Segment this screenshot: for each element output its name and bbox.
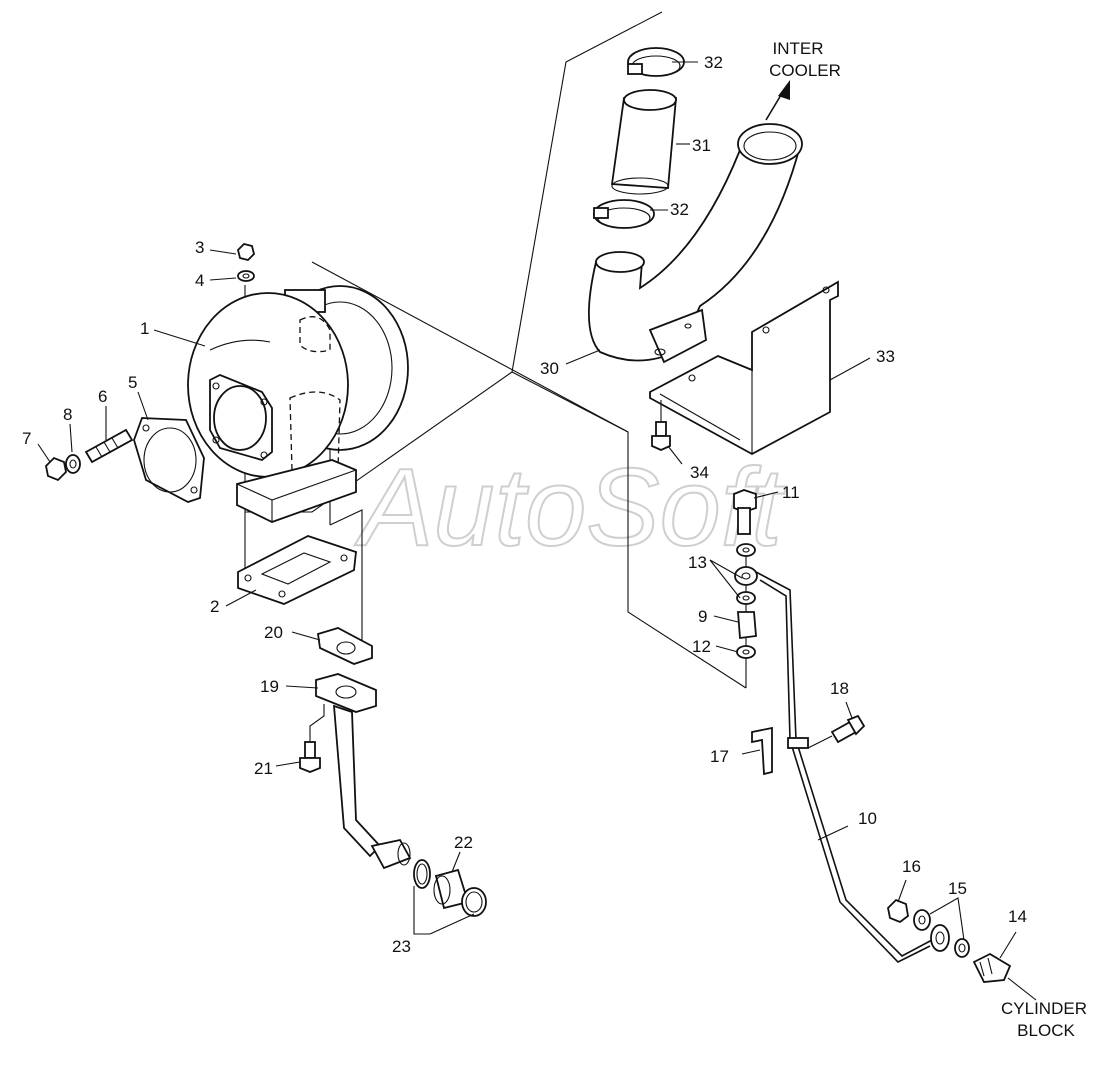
callout-18: 18 xyxy=(830,679,849,698)
stud-washer-nut xyxy=(45,428,134,482)
gasket-20 xyxy=(316,627,373,665)
callout-21: 21 xyxy=(254,759,273,778)
callout-20: 20 xyxy=(264,623,283,642)
bracket-33 xyxy=(649,280,839,456)
callout-1: 1 xyxy=(140,319,149,338)
intercooler-pipe xyxy=(588,123,803,364)
callout-9: 9 xyxy=(698,607,707,626)
note-intercooler-line1: INTER xyxy=(773,39,824,58)
leader-lines xyxy=(37,61,1037,1001)
callout-11: 11 xyxy=(782,483,800,502)
callout-6: 6 xyxy=(98,387,107,406)
nut-3-washer-4 xyxy=(237,243,255,282)
clamp-32-lower xyxy=(593,199,655,229)
callout-30: 30 xyxy=(540,359,559,378)
callout-15: 15 xyxy=(948,879,967,898)
callout-2: 2 xyxy=(210,597,219,616)
bolt-34 xyxy=(651,400,671,451)
callout-23: 23 xyxy=(392,937,411,956)
gasket-5 xyxy=(133,417,205,503)
callout-19: 19 xyxy=(260,677,279,696)
hose-31 xyxy=(610,89,677,195)
bolt-21 xyxy=(299,704,325,773)
callout-13: 13 xyxy=(688,553,707,572)
cylinder-connection xyxy=(887,898,1012,983)
note-intercooler-line2: COOLER xyxy=(769,61,841,80)
banjo-fittings xyxy=(733,489,758,659)
callout-14: 14 xyxy=(1008,907,1027,926)
oil-feed-pipe xyxy=(755,571,950,963)
callout-8: 8 xyxy=(63,405,72,424)
callout-33: 33 xyxy=(876,347,895,366)
callout-34: 34 xyxy=(690,463,709,482)
callout-17: 17 xyxy=(710,747,729,766)
callout-22: 22 xyxy=(454,833,473,852)
watermark: AutoSoft xyxy=(354,446,786,569)
hose-and-clamps xyxy=(413,859,487,917)
callout-16: 16 xyxy=(902,857,921,876)
callout-7: 7 xyxy=(22,429,31,448)
gasket-2 xyxy=(237,535,357,605)
clamp-32-top xyxy=(627,47,685,77)
note-cylinder-line1: CYLINDER xyxy=(1001,999,1087,1018)
callout-5: 5 xyxy=(128,373,137,392)
callout-31: 31 xyxy=(692,136,711,155)
oil-return-pipe xyxy=(315,673,412,870)
callout-32-lower: 32 xyxy=(670,200,689,219)
callout-12: 12 xyxy=(692,637,711,656)
intercooler-arrow xyxy=(765,80,790,121)
turbocharger xyxy=(187,285,409,523)
callout-4: 4 xyxy=(195,271,204,290)
callout-3: 3 xyxy=(195,238,204,257)
clip-and-bolt xyxy=(751,714,866,776)
note-cylinder-line2: BLOCK xyxy=(1017,1021,1075,1040)
callout-32-top: 32 xyxy=(704,53,723,72)
callout-10: 10 xyxy=(858,809,877,828)
